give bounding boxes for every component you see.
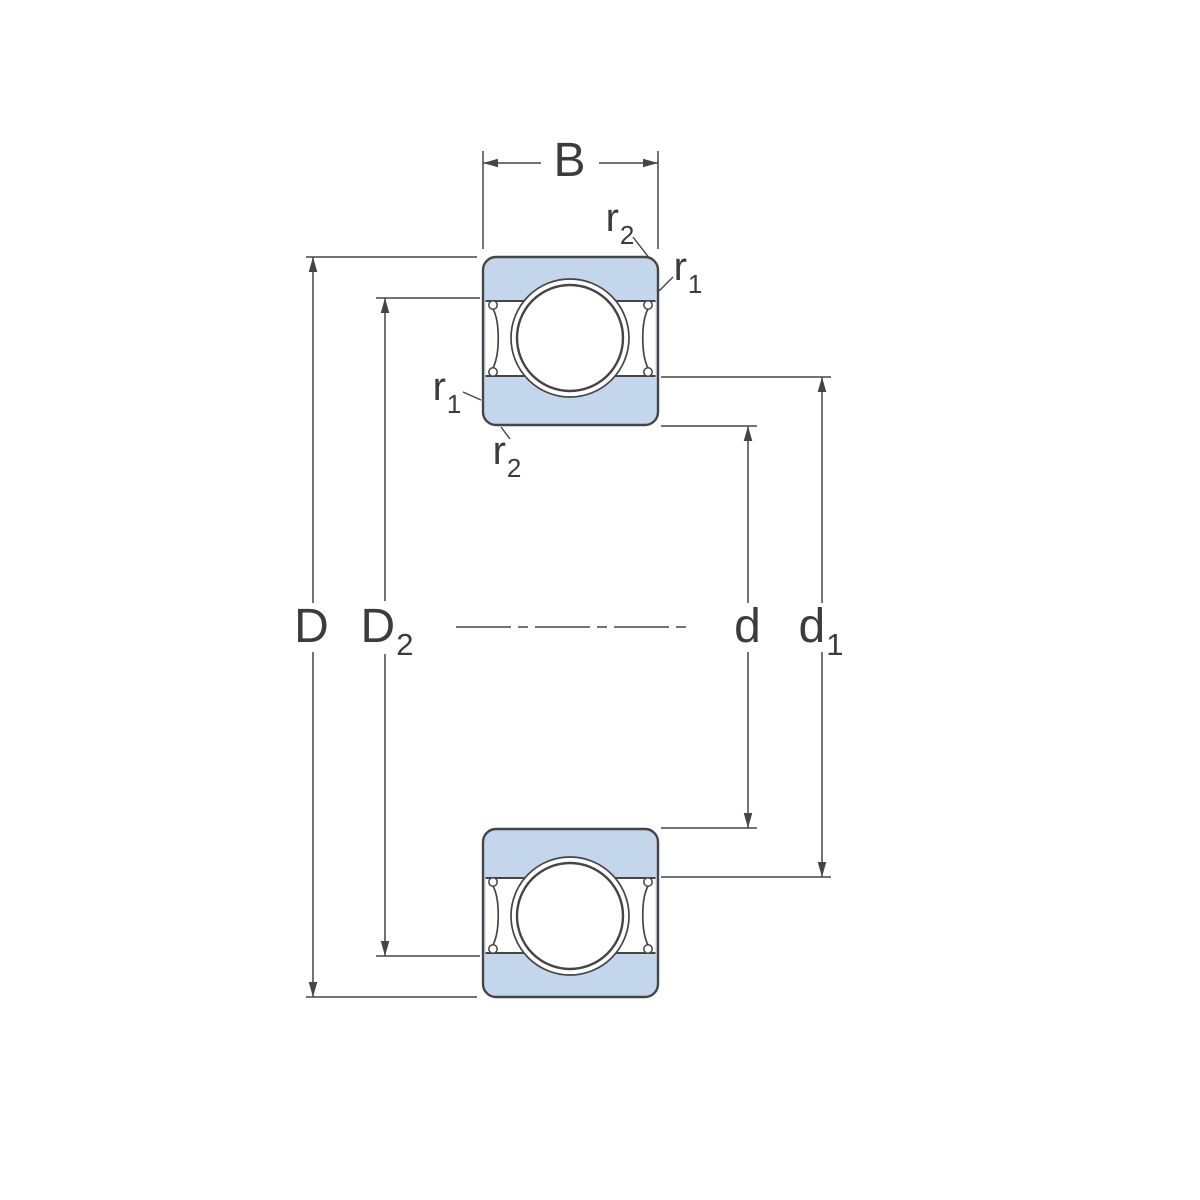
bearing-section-bottom bbox=[481, 827, 660, 999]
arrow-down-icon bbox=[743, 813, 753, 828]
arrow-up-icon bbox=[743, 426, 753, 441]
shield-top-left bbox=[492, 308, 500, 369]
shield-recess-top-left-upper bbox=[488, 300, 498, 310]
ball-top bbox=[515, 283, 625, 393]
shield-recess-bottom-right-lower bbox=[643, 944, 653, 954]
arrow-left-icon bbox=[483, 158, 498, 168]
leader-r2-left bbox=[500, 426, 511, 440]
shield-recess-top-right-upper bbox=[643, 300, 653, 310]
arrow-down-icon bbox=[308, 982, 318, 997]
dimension-D bbox=[306, 256, 477, 998]
arrow-down-icon bbox=[817, 862, 827, 877]
label-bore-diameter-d: d bbox=[734, 600, 761, 653]
label-outer-diameter-D: D bbox=[294, 600, 329, 653]
arrow-up-icon bbox=[380, 298, 390, 313]
dimension-B bbox=[482, 151, 659, 249]
arrow-down-icon bbox=[380, 941, 390, 956]
arrow-right-icon bbox=[643, 158, 658, 168]
shield-recess-top-right-lower bbox=[643, 367, 653, 377]
dimension-d bbox=[661, 425, 757, 829]
label-width-B: B bbox=[553, 134, 586, 187]
shield-recess-top-left-lower bbox=[488, 367, 498, 377]
leader-r2-top bbox=[632, 236, 651, 260]
shield-recess-bottom-right-upper bbox=[643, 877, 653, 887]
shield-top-right bbox=[641, 308, 649, 369]
shield-bottom-left bbox=[492, 885, 500, 946]
dimension-D2 bbox=[376, 297, 480, 957]
leader-r1-top bbox=[658, 276, 674, 292]
leader-r1-left bbox=[462, 391, 482, 401]
shield-recess-bottom-left-upper bbox=[488, 877, 498, 887]
bearing-section-top bbox=[481, 255, 660, 427]
ball-bottom bbox=[515, 861, 625, 971]
shield-bottom-right bbox=[641, 885, 649, 946]
arrow-up-icon bbox=[817, 377, 827, 392]
arrow-up-icon bbox=[308, 257, 318, 272]
shield-recess-bottom-left-lower bbox=[488, 944, 498, 954]
dimension-d1 bbox=[661, 376, 831, 878]
